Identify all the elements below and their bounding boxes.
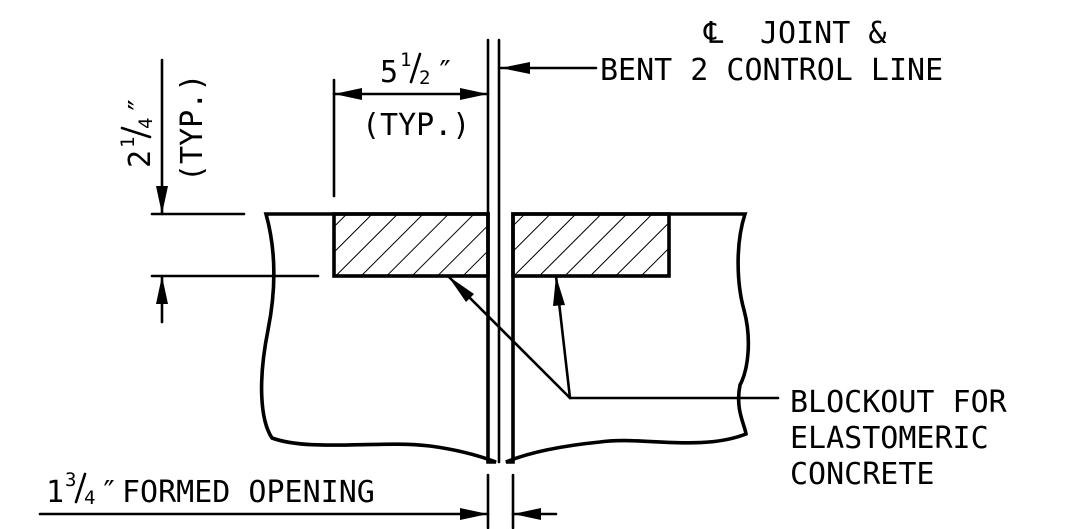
left-deck-outline (259, 212, 497, 464)
blockout-label-line1: BLOCKOUT FOR (790, 385, 1008, 420)
depth-typ: (TYP.) (175, 74, 210, 182)
right-deck-outline (505, 212, 751, 464)
blockout-arrow-right (553, 276, 565, 306)
blockout-label-line3: CONCRETE (790, 457, 935, 492)
depth-inch: ″ (123, 96, 158, 114)
width-inch: ″ (436, 55, 454, 90)
bent-control-line-label: BENT 2 CONTROL LINE (600, 53, 943, 88)
depth-frac-bar (120, 126, 152, 139)
centerline-joint-label: JOINT & (760, 16, 886, 51)
opening-whole: 1 (46, 475, 64, 510)
depth-label-group: 2 1 4 ″ (117, 96, 158, 168)
depth-arrow-top (156, 186, 168, 214)
opening-inch: ″ (100, 475, 118, 510)
width-frac-bar (409, 52, 422, 84)
blockout-arrow-left (448, 276, 474, 302)
opening-num: 3 (65, 469, 76, 491)
depth-whole: 2 (123, 150, 158, 168)
width-num: 1 (400, 49, 411, 71)
opening-arrow-right (513, 508, 541, 520)
width-den: 2 (419, 67, 430, 89)
depth-arrow-bottom (156, 276, 168, 304)
width-whole: 5 (380, 55, 398, 90)
centerline-symbol: ℄ (703, 16, 724, 51)
opening-den: 4 (84, 487, 95, 509)
right-blockout (511, 212, 671, 278)
width-arrow-right (460, 88, 488, 100)
depth-den: 4 (135, 118, 157, 129)
opening-frac-bar (74, 472, 87, 504)
left-blockout (332, 212, 490, 278)
opening-label: FORMED OPENING (122, 475, 375, 510)
depth-num: 1 (117, 137, 139, 148)
depth-typ-group: (TYP.) (175, 74, 210, 182)
width-arrow-left (334, 88, 362, 100)
blockout-label-line2: ELASTOMERIC (790, 421, 989, 456)
opening-arrow-left (460, 508, 488, 520)
width-typ: (TYP.) (362, 108, 470, 143)
